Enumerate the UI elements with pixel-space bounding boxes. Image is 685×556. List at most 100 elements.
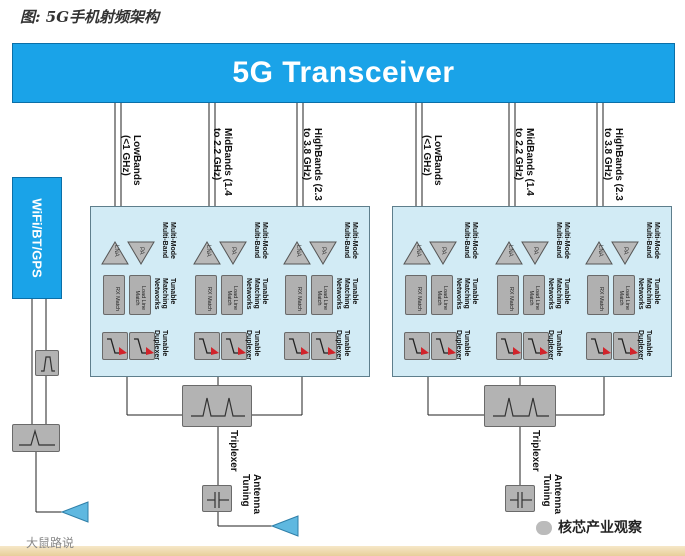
band-label-mid-right: MidBands (1.4 to 2.2 GHz) bbox=[513, 128, 535, 196]
pa-mode-label-left-high: Multi-Mode Multi-Band bbox=[343, 222, 358, 259]
duplexer-rx-icon-right-high bbox=[591, 338, 611, 355]
duplexer-tx-right-low bbox=[431, 332, 457, 360]
match-label-left-mid: Tunable Matching Networks bbox=[245, 278, 268, 310]
lna-label-right-mid: LNA bbox=[507, 245, 513, 257]
load-line-match-label-right-mid: Load Line Match bbox=[528, 285, 540, 311]
pa-label-right-low: PA bbox=[440, 247, 446, 255]
band-label-mid-left: MidBands (1.4 to 2.2 GHz) bbox=[211, 128, 233, 196]
wifi-filter bbox=[35, 350, 59, 376]
brand-name: 核芯产业观察 bbox=[558, 519, 642, 535]
pa-mode-label-right-high: Multi-Mode Multi-Band bbox=[645, 222, 660, 259]
duplexer-rx-icon-right-mid bbox=[501, 338, 521, 355]
duplexer-label-right-high: Tunable Duplexer bbox=[637, 330, 652, 360]
duplexer-label-left-mid: Tunable Duplexer bbox=[245, 330, 260, 360]
rx-match-label-left-mid: RX Match bbox=[206, 286, 212, 312]
duplexer-rx-left-low bbox=[102, 332, 128, 360]
pa-label-left-mid: PA bbox=[230, 247, 236, 255]
duplexer-tx-icon-right-high bbox=[618, 338, 638, 355]
transceiver-block: 5G Transceiver bbox=[12, 43, 675, 103]
antenna-icon-left bbox=[270, 515, 299, 537]
duplexer-tx-icon-right-low bbox=[436, 338, 456, 355]
rx-match-label-right-high: RX Match bbox=[598, 286, 604, 312]
lna-icon-right-high bbox=[585, 241, 613, 265]
load-line-match-left-mid: Load Line Match bbox=[221, 275, 243, 315]
rx-match-label-left-high: RX Match bbox=[296, 286, 302, 312]
rx-match-right-low: RX Match bbox=[405, 275, 427, 315]
triplexer-label-left: Triplexer bbox=[228, 430, 239, 472]
load-line-match-label-right-high: Load Line Match bbox=[618, 285, 630, 311]
duplexer-label-right-mid: Tunable Duplexer bbox=[547, 330, 562, 360]
duplexer-rx-left-high bbox=[284, 332, 310, 360]
footer-bar bbox=[0, 546, 685, 556]
duplexer-tx-icon-left-high bbox=[316, 338, 336, 355]
load-line-match-right-high: Load Line Match bbox=[613, 275, 635, 315]
lna-label-right-low: LNA bbox=[415, 245, 421, 257]
antenna-tuner-right bbox=[505, 485, 535, 512]
duplexer-rx-icon-right-low bbox=[409, 338, 429, 355]
duplexer-rx-icon-left-high bbox=[289, 338, 309, 355]
rx-match-left-high: RX Match bbox=[285, 275, 307, 315]
pa-label-right-mid: PA bbox=[532, 247, 538, 255]
pa-label-left-low: PA bbox=[138, 247, 144, 255]
pa-icon-left-high bbox=[309, 241, 337, 265]
rx-match-right-high: RX Match bbox=[587, 275, 609, 315]
pa-mode-label-left-low: Multi-Mode Multi-Band bbox=[161, 222, 176, 259]
lna-icon-left-low bbox=[101, 241, 129, 265]
duplexer-tx-right-high bbox=[613, 332, 639, 360]
pa-icon-left-low bbox=[127, 241, 155, 265]
pa-icon-right-high bbox=[611, 241, 639, 265]
rx-match-label-right-mid: RX Match bbox=[508, 286, 514, 312]
rx-match-label-right-low: RX Match bbox=[416, 286, 422, 312]
duplexer-tx-left-mid bbox=[221, 332, 247, 360]
antenna-tuner-left bbox=[202, 485, 232, 512]
rx-match-label-left-low: RX Match bbox=[114, 286, 120, 312]
rx-match-left-low: RX Match bbox=[103, 275, 125, 315]
watermark-left: 大鼠路说 bbox=[26, 536, 75, 550]
lna-icon-right-low bbox=[403, 241, 431, 265]
pa-icon-right-low bbox=[429, 241, 457, 265]
load-line-match-label-left-high: Load Line Match bbox=[316, 285, 328, 311]
lna-icon-right-mid bbox=[495, 241, 523, 265]
triplexer-right bbox=[484, 385, 556, 427]
load-line-match-label-right-low: Load Line Match bbox=[436, 285, 448, 311]
band-label-high-right: HighBands (2.3 to 3.8 GHz) bbox=[602, 128, 624, 201]
triplexer-label-right: Triplexer bbox=[530, 430, 541, 472]
duplexer-tx-left-low bbox=[129, 332, 155, 360]
pa-label-right-high: PA bbox=[622, 247, 628, 255]
duplexer-tx-right-mid bbox=[523, 332, 549, 360]
pa-icon-left-mid bbox=[219, 241, 247, 265]
pa-label-left-high: PA bbox=[320, 247, 326, 255]
triplexer-left bbox=[182, 385, 252, 427]
lna-label-left-mid: LNA bbox=[205, 245, 211, 257]
band-label-high-left: HighBands (2.3 to 3.8 GHz) bbox=[301, 128, 323, 201]
load-line-match-left-low: Load Line Match bbox=[129, 275, 151, 315]
duplexer-rx-right-mid bbox=[496, 332, 522, 360]
load-line-match-label-left-mid: Load Line Match bbox=[226, 285, 238, 311]
duplexer-rx-icon-left-mid bbox=[199, 338, 219, 355]
lna-label-left-high: LNA bbox=[295, 245, 301, 257]
antenna-tuning-label-left: Antenna Tuning bbox=[240, 474, 262, 514]
duplexer-tx-icon-left-mid bbox=[226, 338, 246, 355]
brand-watermark: 核芯产业观察 bbox=[536, 517, 642, 537]
load-line-match-left-high: Load Line Match bbox=[311, 275, 333, 315]
duplexer-rx-left-mid bbox=[194, 332, 220, 360]
band-label-low-left: LowBands (<1 GHz) bbox=[120, 135, 142, 186]
duplexer-rx-right-low bbox=[404, 332, 430, 360]
duplexer-label-right-low: Tunable Duplexer bbox=[455, 330, 470, 360]
rx-match-right-mid: RX Match bbox=[497, 275, 519, 315]
duplexer-label-left-high: Tunable Duplexer bbox=[335, 330, 350, 360]
match-label-right-high: Tunable Matching Networks bbox=[637, 278, 660, 310]
pa-mode-label-right-low: Multi-Mode Multi-Band bbox=[463, 222, 478, 259]
lna-label-left-low: LNA bbox=[113, 245, 119, 257]
wifi-diplexer bbox=[12, 424, 60, 452]
match-label-right-mid: Tunable Matching Networks bbox=[547, 278, 570, 310]
pa-mode-label-left-mid: Multi-Mode Multi-Band bbox=[253, 222, 268, 259]
duplexer-tx-left-high bbox=[311, 332, 337, 360]
duplexer-rx-right-high bbox=[586, 332, 612, 360]
match-label-right-low: Tunable Matching Networks bbox=[455, 278, 478, 310]
wifi-bt-gps-block: WiFi/BT/GPS bbox=[12, 177, 62, 299]
match-label-left-low: Tunable Matching Networks bbox=[153, 278, 176, 310]
lna-icon-left-high bbox=[283, 241, 311, 265]
duplexer-label-left-low: Tunable Duplexer bbox=[153, 330, 168, 360]
